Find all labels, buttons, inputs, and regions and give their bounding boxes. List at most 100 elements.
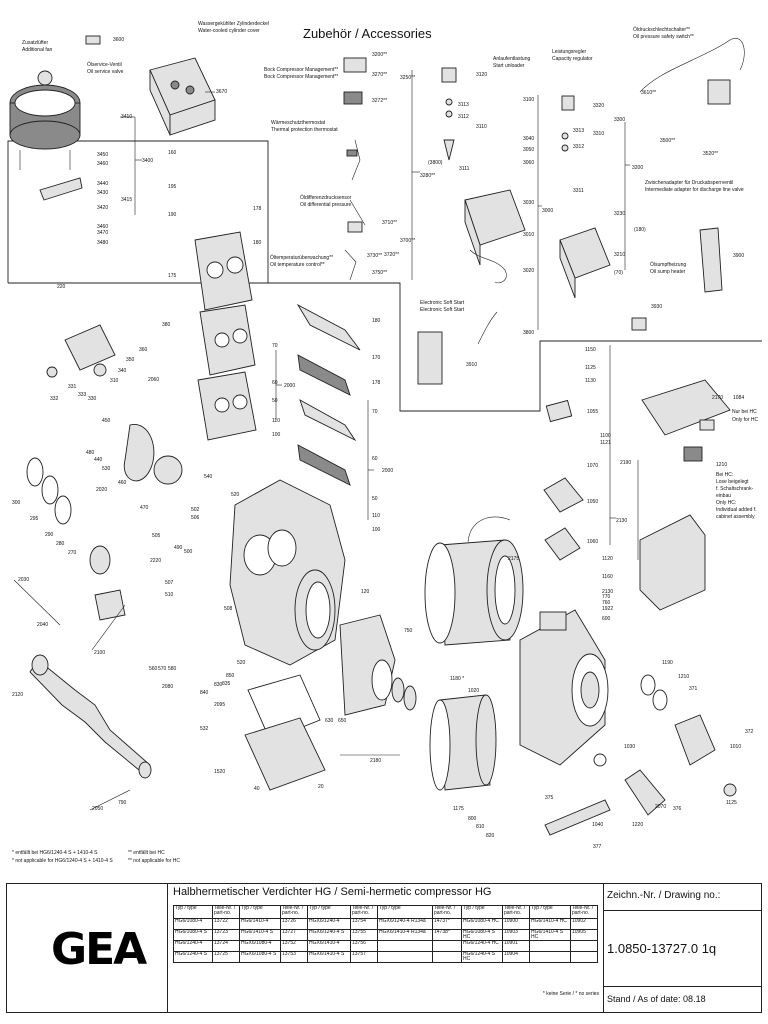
part-number-label: 460 bbox=[118, 480, 127, 486]
part-number-label: 560 bbox=[149, 666, 158, 672]
part-number-label: 190 bbox=[168, 212, 177, 218]
part-number-label: 170 bbox=[372, 355, 381, 361]
part-number-label: 3112 bbox=[458, 114, 469, 120]
compressor-heading: Halbhermetischer Verdichter HG / Semi-he… bbox=[173, 886, 492, 898]
part-number-label: 490 bbox=[174, 545, 183, 551]
part-number-label: 440 bbox=[94, 457, 103, 463]
part-number-label: 760 bbox=[602, 600, 611, 606]
part-no-cell: 13727 bbox=[280, 929, 308, 941]
type-cell: HG6/1080-4 S HC bbox=[461, 929, 503, 941]
part-number-label: 350 bbox=[126, 357, 135, 363]
hc-box-line: cabinet assembly bbox=[716, 514, 755, 520]
part-number-label: 2130 bbox=[616, 518, 628, 524]
part-number-label: 110 bbox=[372, 513, 380, 519]
part-number-label: 180 bbox=[372, 318, 381, 324]
part-number-label: 2175 bbox=[508, 556, 520, 562]
type-cell: HGX6/1240-4 S bbox=[307, 929, 351, 941]
part-number-label: 750 bbox=[404, 628, 413, 634]
part-no-column-header: Teile-Nr. / part-no. bbox=[350, 905, 378, 919]
part-no-cell: 10900 bbox=[502, 918, 530, 930]
part-number-label: 3500** bbox=[660, 138, 676, 144]
part-number-label: 450 bbox=[102, 418, 111, 424]
part-number-label: 376 bbox=[673, 806, 682, 812]
part-no-cell: 14737* bbox=[432, 918, 462, 930]
part-no-cell bbox=[570, 951, 598, 963]
part-number-label: 2180 bbox=[370, 758, 382, 764]
part-number-label: 375 bbox=[545, 795, 554, 801]
type-cell bbox=[529, 940, 571, 952]
part-number-label: 520 bbox=[237, 660, 246, 666]
oil-switch-label-en: Oil pressure safety switch** bbox=[633, 34, 694, 40]
capacity-regulator-drawing bbox=[559, 95, 611, 299]
drawing-no-label: Zeichn.-Nr. / Drawing no.: bbox=[607, 890, 721, 901]
terminal-box-drawing bbox=[639, 379, 731, 611]
thermal-label-de: Wärmeschutzthermostat bbox=[271, 120, 326, 126]
footnote-b-de: ** entfällt bei HC bbox=[128, 850, 165, 856]
type-column-header: Typ / type bbox=[377, 905, 433, 919]
part-number-label: 2050 bbox=[92, 806, 104, 812]
part-number-label: 1210 bbox=[716, 462, 728, 468]
part-number-label: 3210 bbox=[614, 252, 626, 258]
hc-box-line: f. Schaltschrank- bbox=[716, 486, 754, 492]
water-cover-drawing bbox=[149, 57, 216, 136]
part-number-label: 40 bbox=[254, 786, 260, 792]
hc-note-en: Only for HC bbox=[732, 417, 759, 423]
part-no-column-header: Teile-Nr. / part-no. bbox=[502, 905, 530, 919]
part-number-label: 175 bbox=[168, 273, 177, 279]
part-number-label: 3460 bbox=[97, 224, 109, 230]
unloader-label-de: Anlaufentlastung bbox=[493, 56, 531, 62]
part-number-label: 650 bbox=[338, 718, 347, 724]
part-number-label: 50 bbox=[272, 398, 278, 404]
part-number-label: 3270** bbox=[372, 72, 388, 78]
part-number-label: 1055 bbox=[587, 409, 599, 415]
title-block: GEA Dok-ID: 219561 Halbhermetischer Verd… bbox=[6, 883, 762, 1013]
part-number-label: 3250** bbox=[400, 75, 416, 81]
hc-box-line: Bei HC: bbox=[716, 472, 734, 478]
type-cell bbox=[529, 951, 571, 963]
part-number-label: 3600 bbox=[113, 37, 125, 43]
part-number-label: 3670 bbox=[216, 89, 228, 95]
part-number-label: 3930 bbox=[651, 304, 663, 310]
part-number-label: 3750** bbox=[372, 270, 388, 276]
soft-start-label-de: Electronic Soft Start bbox=[420, 300, 465, 306]
part-number-label: 178 bbox=[372, 380, 381, 386]
part-number-label: 540 bbox=[204, 474, 213, 480]
part-number-label: 3460 bbox=[97, 161, 109, 167]
part-number-label: 3113 bbox=[458, 102, 469, 108]
logo-panel: GEA Dok-ID: 219561 bbox=[7, 884, 168, 1012]
footnote-b-en: ** not applicable for HC bbox=[128, 858, 180, 864]
part-number-label: 1020 bbox=[468, 688, 480, 694]
sump-label-de: Ölsumpfheizung bbox=[650, 262, 687, 268]
part-number-label: 1922 bbox=[602, 606, 614, 612]
adapter-label-de: Zwischenadapter für Druckabsperrventil bbox=[645, 180, 734, 186]
part-number-label: 2095 bbox=[214, 702, 226, 708]
part-number-label: 1120 bbox=[602, 556, 613, 562]
part-number-label: 2000 bbox=[382, 468, 394, 474]
part-number-label: 1121 bbox=[600, 440, 611, 446]
hc-box-line: Lose beigelegt bbox=[716, 479, 749, 485]
part-number-label: 160 bbox=[168, 150, 177, 156]
part-number-label: 2100 bbox=[94, 650, 106, 656]
part-number-label: 3440 bbox=[97, 181, 109, 187]
type-cell: HG6/1240-4 S bbox=[173, 951, 213, 963]
part-no-cell: 10905 bbox=[570, 929, 598, 941]
leader-lines bbox=[13, 70, 639, 811]
part-number-label: 290 bbox=[45, 532, 54, 538]
part-number-label: 507 bbox=[165, 580, 174, 586]
part-number-label: 3230 bbox=[614, 211, 626, 217]
part-number-label: 295 bbox=[30, 516, 39, 522]
fan-label-en: Additional fan bbox=[22, 47, 53, 53]
part-number-label: 70 bbox=[272, 343, 278, 349]
part-number-label: 3400 bbox=[142, 158, 154, 164]
part-number-label: 3040 bbox=[523, 136, 535, 142]
part-number-label: 3120 bbox=[476, 72, 488, 78]
part-no-cell: 13757 bbox=[350, 951, 378, 963]
part-number-label: 2060 bbox=[148, 377, 160, 383]
part-no-cell: 10901 bbox=[502, 940, 530, 952]
adapter-label-en: Intermediate adapter for discharge line … bbox=[645, 187, 744, 193]
part-number-label: 850 bbox=[226, 673, 235, 679]
thermal-label-en: Thermal protection thermostat bbox=[271, 127, 338, 133]
